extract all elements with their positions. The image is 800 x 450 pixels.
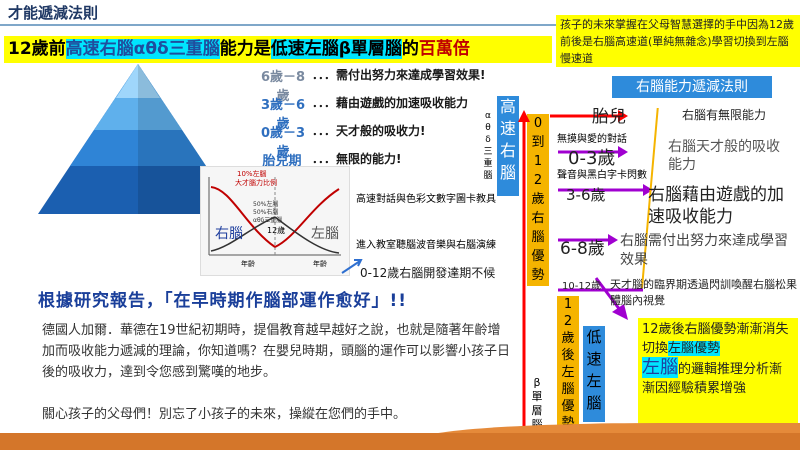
fast-right-c2: 速 bbox=[499, 119, 516, 138]
greek-column: α θ δ 三 重 腦 bbox=[483, 110, 493, 182]
beta-c1: β bbox=[533, 376, 541, 389]
slow-left-c2: 速 bbox=[586, 350, 602, 368]
rule-label: 右腦能力遞減法則 bbox=[612, 76, 772, 98]
pyramid-label-03: 0歲－3歲 bbox=[260, 126, 306, 160]
after12-left-column: 1 2 歲 後 左 腦 優 勢 bbox=[557, 296, 579, 436]
under12-c2: 到 bbox=[531, 135, 545, 150]
desc-0-3: 右腦天才般的吸收能力 bbox=[668, 139, 780, 173]
under12-right-column: 0 到 1 2 歲 右 腦 優 勢 bbox=[527, 114, 549, 286]
fast-right-c4: 腦 bbox=[499, 163, 516, 182]
page-title: 才能遞減法則 bbox=[8, 4, 99, 22]
after12-c1: 1 bbox=[563, 297, 573, 312]
subtitle-prefix: 12歲前 bbox=[8, 39, 66, 59]
mini-right-brain-label: 右腦 bbox=[215, 226, 243, 242]
after12-box: 12歲後右腦優勢漸漸消失切換左腦優勢 左腦的邏輯推理分析漸漸因經驗積累增強 bbox=[638, 318, 798, 430]
after12-c6: 腦 bbox=[561, 382, 575, 397]
greek-delta: δ bbox=[485, 135, 491, 145]
pyramid-text-fetal: ．．．無限的能力! bbox=[312, 152, 402, 166]
after12-line1: 12歲後右腦優勢漸漸消失切換 bbox=[642, 322, 789, 356]
note-window: 0-12歲右腦開發達期不候 bbox=[360, 266, 496, 280]
body-paragraph: 德國人加爾．華德在19世紀初期時，提倡教育越早越好之說，也就是隨著年齡增加而吸收… bbox=[42, 320, 512, 446]
slow-left-c3: 左 bbox=[586, 372, 602, 390]
slow-left-c4: 腦 bbox=[586, 394, 602, 412]
mini-title-right: 大才腦力比例 bbox=[235, 179, 277, 187]
pyramid-label-36: 3歲－6歲 bbox=[260, 98, 306, 132]
under12-c1: 0 bbox=[533, 116, 543, 131]
desc-6-8: 右腦需付出努力來達成學習效果 bbox=[620, 233, 788, 268]
research-headline: 根據研究報告，「在早時期作腦部運作愈好」!! bbox=[38, 291, 408, 311]
greek-alpha: α bbox=[485, 111, 491, 121]
pyramid-text-03: ．．．天才般的吸收力! bbox=[312, 124, 426, 138]
slow-left-c1: 低 bbox=[586, 328, 602, 346]
title-underline bbox=[0, 24, 560, 26]
subtitle-banner: 12歲前高速右腦αθδ三重腦能力是低速左腦β單層腦的百萬倍 bbox=[4, 36, 552, 63]
after12-c5: 左 bbox=[561, 365, 575, 380]
fast-right-c3: 右 bbox=[499, 141, 516, 160]
desc-3-6: 右腦藉由遊戲的加速吸收能力 bbox=[648, 185, 784, 227]
brain-ratio-curves bbox=[208, 177, 341, 256]
after12-left-adv: 左腦優勢 bbox=[668, 341, 721, 356]
under12-c9: 勢 bbox=[531, 268, 545, 283]
greek-layer: 重 bbox=[483, 159, 493, 169]
greek-theta: θ bbox=[485, 123, 491, 133]
brain-ratio-chart: 10%左腦 大才腦力比例 50%左腦 50%右腦 αθδ三重腦 右腦 左腦 12… bbox=[200, 166, 350, 276]
stage-0-3: 0-3歲 bbox=[568, 148, 616, 169]
under12-c3: 1 bbox=[533, 154, 543, 169]
desc-fetal: 右腦有無限能力 bbox=[682, 108, 767, 122]
desc-10-12: 天才腦的臨界期透過閃訓喚醒右腦松果體腦內視覺 bbox=[610, 278, 797, 307]
paragraph-1: 德國人加爾．華德在19世紀初期時，提倡教育越早越好之說，也就是隨著年齡增加而吸收… bbox=[42, 323, 511, 380]
mini-note-3: αθδ三重腦 bbox=[253, 217, 283, 224]
center-note-a: 無摸與愛的對話 bbox=[557, 134, 627, 145]
stage-3-6: 3-6歲 bbox=[566, 186, 606, 204]
beta-c2: 單 bbox=[531, 390, 543, 403]
after12-arrow bbox=[594, 277, 628, 320]
greek-brain: 腦 bbox=[483, 171, 493, 181]
subtitle-middle: 能力是 bbox=[219, 39, 271, 59]
red-vertical-arrow bbox=[518, 110, 530, 438]
footer-bar bbox=[0, 433, 800, 450]
note-classroom: 進入教室聽腦波音樂與右腦演練 bbox=[356, 240, 496, 251]
greek-3: 三 bbox=[483, 147, 493, 157]
pyramid-text-36: ．．．藉由遊戲的加速吸收能力 bbox=[312, 96, 469, 110]
subtitle-million: 百萬倍 bbox=[418, 39, 470, 59]
subtitle-fast-right: 高速右腦αθδ三重腦 bbox=[65, 39, 220, 59]
pyramid-label-68: 6歲－8歲 bbox=[260, 70, 306, 104]
subtitle-slow-left: 低速左腦β單層腦 bbox=[270, 39, 402, 59]
stage-10-12: 10-12歲 bbox=[562, 281, 602, 292]
stage-6-8: 6-8歲 bbox=[560, 239, 605, 259]
fast-right-c1: 高 bbox=[499, 97, 516, 116]
pyramid-label-fetal: 胎兒期 bbox=[262, 154, 302, 169]
fast-right-brain-column: 高 速 右 腦 bbox=[497, 96, 519, 196]
after12-c3: 歲 bbox=[561, 331, 575, 346]
under12-c7: 腦 bbox=[531, 230, 545, 245]
after12-c7: 優 bbox=[561, 399, 575, 414]
stage-arrows bbox=[550, 108, 659, 292]
arrow-icon bbox=[341, 259, 363, 274]
mini-note-2: 50%右腦 bbox=[253, 209, 279, 216]
after12-c2: 2 bbox=[563, 314, 573, 329]
mini-age-mark: 12歲 bbox=[267, 226, 286, 235]
mini-title-left: 10%左腦 bbox=[237, 170, 267, 178]
mini-age-axis-left: 年齡 bbox=[241, 260, 255, 268]
mini-left-brain-label: 左腦 bbox=[311, 226, 339, 242]
under12-c4: 2 bbox=[533, 173, 543, 188]
beta-c3: 層 bbox=[531, 404, 543, 417]
note-dialogue: 高速對話與色彩文數字圖卡教具 bbox=[356, 194, 496, 205]
pyramid-tier-1 bbox=[116, 64, 160, 98]
under12-c8: 優 bbox=[531, 249, 545, 264]
center-note-b: 聲音與黑白字卡閃數 bbox=[557, 170, 647, 181]
after12-line2: 的邏輯推理分析漸漸因經驗積累增強 bbox=[642, 362, 783, 396]
subtitle-of: 的 bbox=[401, 39, 419, 59]
after12-c4: 後 bbox=[561, 348, 575, 363]
under12-c6: 右 bbox=[531, 211, 545, 226]
after12-left-big: 左腦 bbox=[642, 357, 678, 378]
mini-age-axis-right: 年齡 bbox=[313, 260, 327, 268]
paragraph-2: 關心孩子的父母們！別忘了小孩子的未來，操縱在您們的手中。 bbox=[42, 407, 407, 422]
under12-c5: 歲 bbox=[531, 192, 545, 207]
mini-note-1: 50%左腦 bbox=[253, 201, 279, 208]
top-note-box: 孩子的未來掌握在父母智慧選擇的手中因為12歲前後是右腦高速道(單純無雜念)學習切… bbox=[556, 15, 800, 67]
stage-fetal: 胎兒 bbox=[592, 107, 626, 127]
slow-left-brain-column: 低 速 左 腦 bbox=[583, 326, 605, 422]
pyramid-text-68: ．．．需付出努力來達成學習效果! bbox=[312, 68, 486, 82]
